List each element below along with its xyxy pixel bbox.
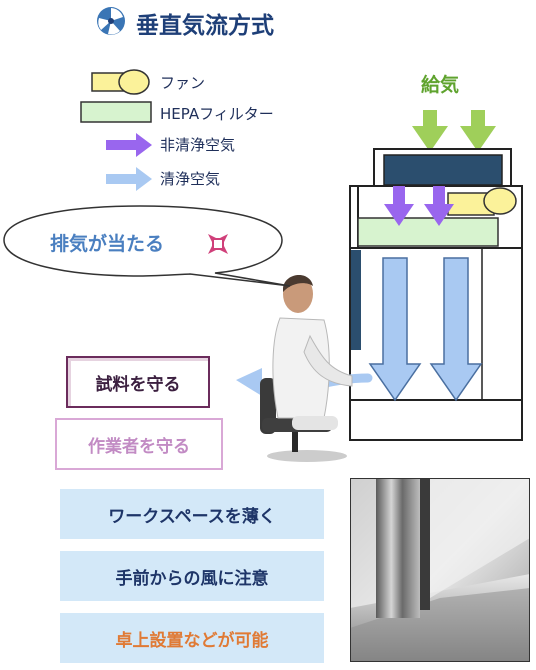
clean-arrow-left — [368, 257, 422, 402]
legend-hepa-icon — [80, 101, 152, 123]
supply-air-label: 給気 — [421, 74, 460, 96]
point-thin-workspace: ワークスペースを薄く — [60, 489, 324, 539]
legend-fan-label: ファン — [160, 74, 206, 92]
cabinet-hepa-filter — [357, 217, 499, 247]
curved-arrow-head — [236, 368, 262, 396]
point-front-wind: 手前からの風に注意 — [60, 551, 324, 601]
unclean-arrow-left — [384, 186, 414, 226]
legend-unclean-label: 非清浄空気 — [160, 136, 236, 154]
legend-clean-label: 清浄空気 — [160, 170, 221, 188]
legend-hepa-label: HEPAフィルター — [160, 105, 274, 123]
protect-sample-box: 試料を守る — [66, 356, 210, 408]
fan-logo-icon — [97, 7, 125, 35]
legend-clean-arrow-icon — [106, 167, 152, 191]
impact-icon — [208, 234, 228, 254]
protect-worker-box: 作業者を守る — [55, 418, 223, 470]
clean-arrow-right — [429, 257, 483, 402]
supply-arrow-right — [460, 110, 496, 152]
point-tabletop: 卓上設置などが可能 — [60, 613, 324, 663]
exhaust-callout-text: 排気が当たる — [50, 233, 165, 255]
unclean-arrow-right — [424, 186, 454, 226]
cabinet-corner-photo — [350, 478, 530, 662]
legend-fan-icon — [91, 69, 150, 95]
exhaust-callout-bubble — [3, 205, 291, 287]
top-hepa-filter — [383, 154, 503, 186]
worker-illustration — [260, 274, 353, 462]
supply-arrow-left — [412, 110, 448, 152]
legend-unclean-arrow-icon — [106, 133, 152, 157]
front-sash — [351, 250, 361, 350]
page-title: 垂直気流方式 — [136, 13, 274, 39]
